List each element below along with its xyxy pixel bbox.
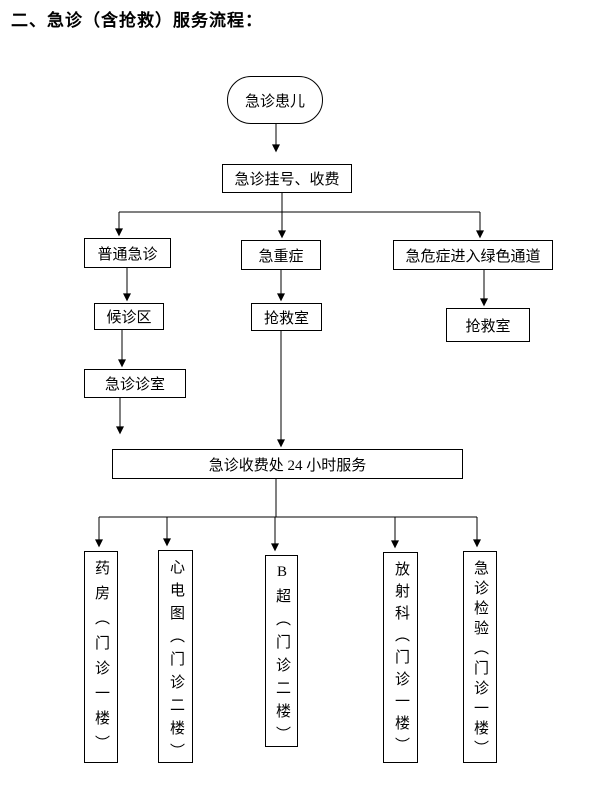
node-critical-green-channel: 急危症进入绿色通道 [393,240,553,270]
node-emergency-lab: 急诊检验（门诊一楼） [463,551,497,763]
node-rescue-room-center: 抢救室 [251,303,322,331]
node-fee-office-24h: 急诊收费处 24 小时服务 [112,449,463,479]
node-registration-fee: 急诊挂号、收费 [222,164,352,193]
node-common-emergency: 普通急诊 [84,238,171,268]
node-er-consult-room: 急诊诊室 [84,369,186,398]
node-ultrasound: B超（门诊二楼） [265,555,298,749]
node-ecg: 心电图（门诊二楼） [158,550,193,766]
node-rescue-room-right: 抢救室 [446,308,530,342]
node-pharmacy: 药房（门诊一楼） [84,551,118,763]
node-radiology: 放射科（门诊一楼） [383,552,418,763]
page-title: 二、急诊（含抢救）服务流程： [11,11,263,30]
node-emergency-patient: 急诊患儿 [227,76,323,124]
node-severe-case: 急重症 [241,240,321,270]
node-waiting-area: 候诊区 [94,303,164,330]
